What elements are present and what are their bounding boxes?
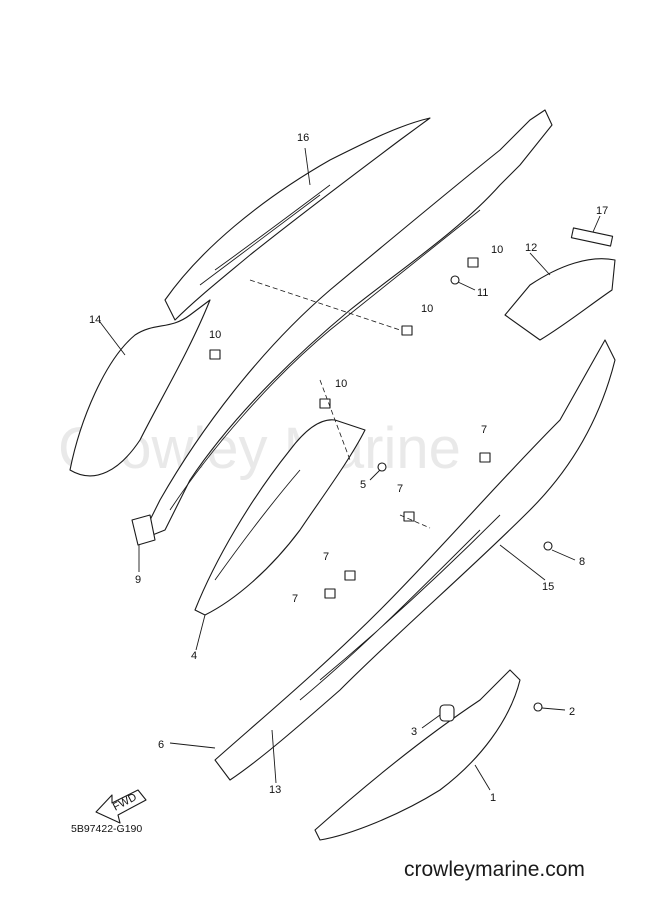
part-1-cover xyxy=(314,669,521,841)
callout-9: 9 xyxy=(135,574,141,586)
clip-10-a xyxy=(467,257,479,268)
leader-4 xyxy=(195,614,206,651)
leader-12 xyxy=(529,252,551,276)
side-frame-inner xyxy=(169,209,481,511)
website-link[interactable]: crowleymarine.com xyxy=(404,858,585,881)
part-16-cover xyxy=(164,117,431,321)
clip-10-b xyxy=(401,325,413,336)
leader-14 xyxy=(99,321,126,356)
clip-7-b xyxy=(403,511,415,522)
leader-17 xyxy=(592,215,601,233)
part-3-collar xyxy=(439,704,455,722)
callout-12: 12 xyxy=(525,242,537,254)
part-4-panel xyxy=(194,419,366,616)
clip-7-a xyxy=(479,452,491,463)
callout-6: 6 xyxy=(158,739,164,751)
callout-10: 10 xyxy=(335,378,347,390)
callout-16: 16 xyxy=(297,132,309,144)
callout-10: 10 xyxy=(209,329,221,341)
callout-7: 7 xyxy=(292,593,298,605)
screw-2 xyxy=(533,702,543,712)
screw-5 xyxy=(377,462,387,472)
callout-10: 10 xyxy=(421,303,433,315)
leader-13 xyxy=(271,729,277,784)
leader-11 xyxy=(457,281,476,291)
part-14-outline xyxy=(69,299,211,477)
part-9-bracket xyxy=(131,514,156,546)
clip-10-c xyxy=(209,349,221,360)
side-frame xyxy=(139,109,553,541)
callout-5: 5 xyxy=(360,479,366,491)
leader-6 xyxy=(169,742,216,749)
leader-8 xyxy=(551,549,576,561)
part-15-decal xyxy=(299,514,501,701)
callout-13: 13 xyxy=(269,784,281,796)
screw-8 xyxy=(543,541,553,551)
assembly-line-b xyxy=(319,379,351,461)
callout-2: 2 xyxy=(569,706,575,718)
leader-2 xyxy=(541,707,566,711)
leader-16 xyxy=(304,147,311,186)
callout-7: 7 xyxy=(481,424,487,436)
part-4-detail xyxy=(214,469,301,581)
part-16-decal xyxy=(199,184,331,286)
part-15-cover xyxy=(214,339,616,781)
assembly-line-a xyxy=(249,279,401,331)
fwd-arrow-icon: FWD xyxy=(95,789,147,824)
diagram-code: 5B97422-G190 xyxy=(71,823,143,835)
callout-3: 3 xyxy=(411,726,417,738)
part-12-cover xyxy=(504,258,616,341)
clip-10-d xyxy=(319,398,331,409)
callout-1: 1 xyxy=(490,792,496,804)
clip-7-d xyxy=(324,588,336,599)
leader-3 xyxy=(421,714,441,729)
clip-7-c xyxy=(344,570,356,581)
callout-7: 7 xyxy=(397,483,403,495)
callout-8: 8 xyxy=(579,556,585,568)
callout-4: 4 xyxy=(191,650,197,662)
leader-15 xyxy=(499,544,546,581)
callout-10: 10 xyxy=(491,244,503,256)
callout-17: 17 xyxy=(596,205,608,217)
callout-11: 11 xyxy=(477,287,488,299)
callout-14: 14 xyxy=(89,314,101,326)
callout-7: 7 xyxy=(323,551,329,563)
leader-1 xyxy=(474,764,491,791)
assembly-line-c xyxy=(399,514,431,529)
callout-15: 15 xyxy=(542,581,554,593)
leader-5 xyxy=(369,469,381,481)
screw-11 xyxy=(450,275,460,285)
part-17-sticker xyxy=(570,227,614,247)
